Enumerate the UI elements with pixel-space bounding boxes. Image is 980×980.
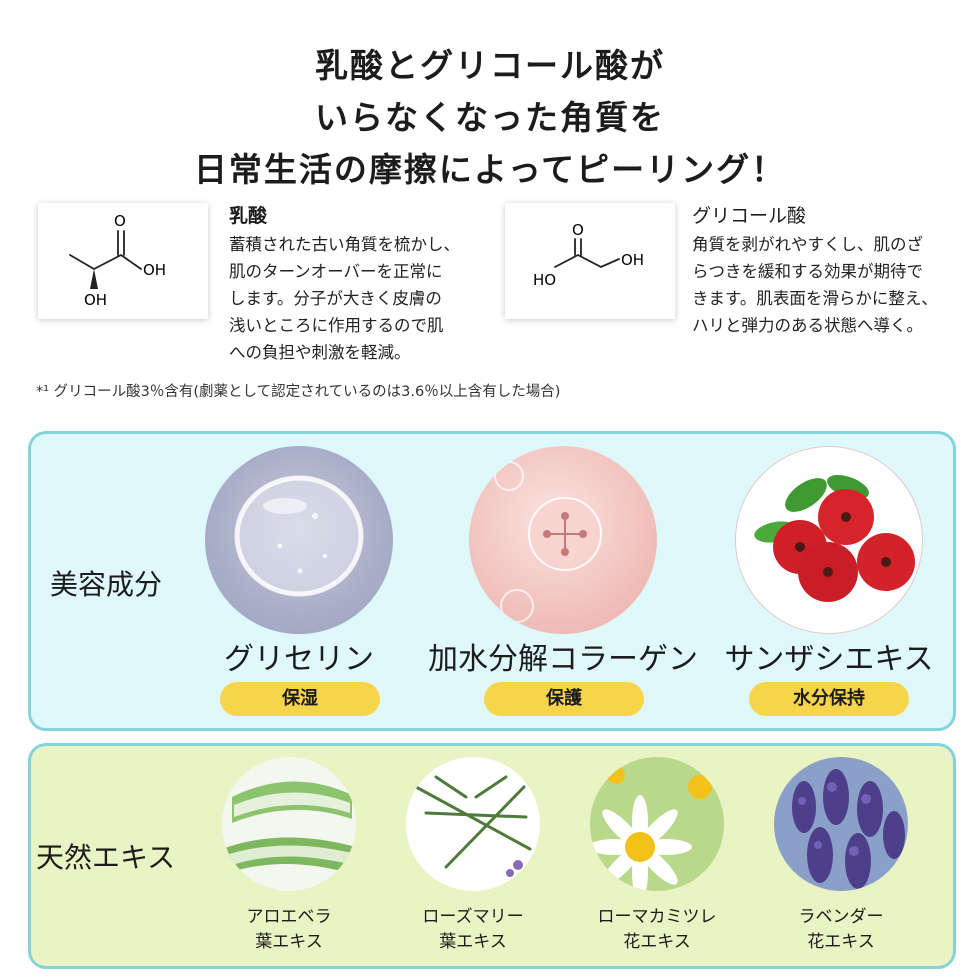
ingredient-name: サンザシエキス [724,642,934,677]
lactic-desc-line: 浅いところに作用するので肌 [229,316,444,335]
lavender-flower-icon [792,769,905,889]
rosemary-image [406,757,540,891]
lactic-acid-structure: O OH OH [38,203,208,459]
hawthorn-berries-icon [754,474,915,602]
glycolic-ho-label: HO [533,271,556,289]
ingredient-name: 加水分解コラーゲン [428,642,698,677]
headline: 乳酸とグリコール酸が いらなくなった角質を 日常生活の摩擦によってピーリング！ [0,40,980,196]
headline-line-3: 日常生活の摩擦によってピーリング！ [193,150,787,189]
lactic-desc-line: への負担や刺激を軽減。 [229,343,411,362]
extract-label-line: ローマカミツレ [597,907,717,927]
chamomile-image [590,757,724,891]
lavender-image [774,757,908,891]
lactic-acid-structure-icon: O OH OH [69,212,166,459]
extract-label-line: 葉エキス [439,932,507,952]
glycolic-acid-description: 角質を剥がれやすくし、肌のざ らつきを緩和する効果が期待で きます。肌表面を滑ら… [692,231,938,339]
glycerin-droplet-icon [234,475,364,597]
beauty-section-label: 美容成分 [50,568,163,601]
extract-label: ローマカミツレ 花エキス [577,905,737,955]
extract-label-line: アロエベラ [246,907,332,927]
glycolic-acid-structure-icon: O HO OH [533,221,644,289]
glycolic-oh-label: OH [621,251,644,269]
extract-label-line: 花エキス [807,932,875,952]
glycolic-desc-line: きます。肌表面を滑らかに整え、 [692,289,938,308]
chamomile-flower-icon [590,766,712,891]
collagen-image [469,446,657,634]
glycolic-desc-line: ハリと弾力のある状態へ導く。 [692,316,923,335]
benefit-badge: 水分保持 [749,682,909,716]
glycolic-acid-structure: O HO OH [505,203,675,319]
extract-label: アロエベラ 葉エキス [209,905,369,955]
lactic-desc-line: 蓄積された古い角質を梳かし、 [229,235,460,254]
lactic-oh-label: OH [143,261,166,279]
headline-line-1: 乳酸とグリコール酸が [315,46,665,85]
natural-section-label: 天然エキス [36,841,176,874]
ingredient-name: グリセリン [224,642,374,677]
collagen-molecule-icon [494,461,602,623]
headline-line-2: いらなくなった角質を [315,98,665,137]
glycolic-desc-line: らつきを緩和する効果が期待で [692,262,923,281]
aloe-image [222,757,356,891]
lactic-oh2-label: OH [84,291,107,309]
extract-label-line: ローズマリー [422,907,524,927]
extract-label: ローズマリー 葉エキス [393,905,553,955]
glycolic-desc-line: 角質を剥がれやすくし、肌のざ [692,235,923,254]
rosemary-sprig-icon [414,775,532,877]
lactic-desc-line: します。分子が大きく皮膚の [229,289,442,308]
glycolic-o-label: O [572,221,584,239]
aloe-leaf-icon [222,781,356,875]
lactic-o-label: O [114,212,126,230]
extract-label-line: 花エキス [623,932,691,952]
extract-label-line: 葉エキス [255,932,323,952]
benefit-badge: 保護 [484,682,644,716]
extract-label: ラベンダー 花エキス [761,905,921,955]
lactic-acid-description: 蓄積された古い角質を梳かし、 肌のターンオーバーを正常に します。分子が大きく皮… [229,231,460,366]
lactic-acid-name: 乳酸 [229,205,268,227]
glycolic-acid-name: グリコール酸 [692,205,807,227]
lactic-desc-line: 肌のターンオーバーを正常に [229,262,443,281]
extract-label-line: ラベンダー [798,907,884,927]
benefit-badge: 保湿 [220,682,380,716]
hawthorn-image [735,446,923,634]
glycerin-image [205,446,393,634]
footnote: *¹ グリコール酸3％含有(劇薬として認定されているのは3.6％以上含有した場合… [36,384,561,400]
